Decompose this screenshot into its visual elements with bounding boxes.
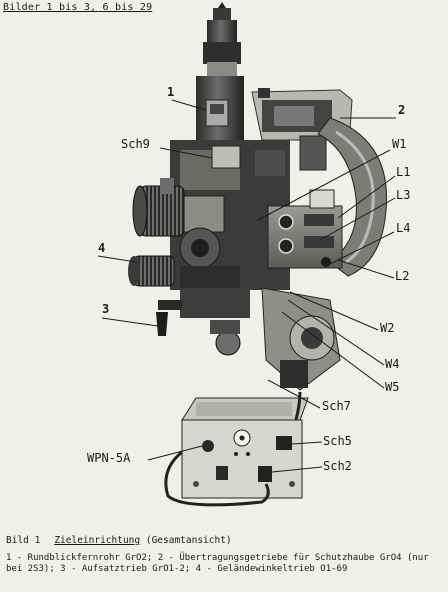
- lower-bracket: [210, 287, 341, 391]
- caption-title: Zieleinrichtung: [54, 535, 141, 546]
- label-l3: L3: [396, 188, 411, 202]
- protective-hood: [317, 117, 388, 277]
- sight-drive: [156, 290, 250, 336]
- label-sch7: Sch7: [322, 399, 351, 413]
- device-photo: [97, 2, 396, 507]
- label-wpn-5a: WPN-5A: [87, 451, 131, 465]
- caption-title-line: Bild 1 Zieleinrichtung (Gesamtansicht): [6, 535, 444, 547]
- elevation-angle-knob: [128, 255, 175, 287]
- label-w4: W4: [385, 357, 400, 371]
- label-3: 3: [102, 302, 110, 316]
- page-header: Bilder 1 bis 3, 6 bis 29: [3, 2, 153, 13]
- power-supply-box: [181, 397, 309, 499]
- periscope-tube: [196, 2, 244, 146]
- caption-subtitle: (Gesamtansicht): [145, 535, 232, 546]
- label-sch9: Sch9: [121, 137, 150, 151]
- power-cable: [164, 450, 270, 507]
- label-2: 2: [398, 103, 406, 117]
- label-w5: W5: [385, 380, 400, 394]
- label-w1: W1: [392, 137, 407, 151]
- label-w2: W2: [380, 321, 395, 335]
- level-block: [267, 189, 343, 269]
- label-4: 4: [98, 241, 106, 255]
- label-l1: L1: [396, 165, 411, 179]
- label-sch2: Sch2: [323, 459, 352, 473]
- figure-caption: Bild 1 Zieleinrichtung (Gesamtansicht) 1 …: [6, 535, 444, 575]
- left-dial-drum: [132, 178, 185, 237]
- label-sch5: Sch5: [323, 434, 352, 448]
- label-1: 1: [167, 85, 175, 99]
- leader-lines: [97, 99, 396, 473]
- caption-body: 1 - Rundblickfernrohr GrO2; 2 - Übertrag…: [6, 552, 429, 575]
- label-l2: L2: [395, 269, 410, 283]
- caption-number: Bild 1: [6, 535, 41, 546]
- label-l4: L4: [396, 221, 411, 235]
